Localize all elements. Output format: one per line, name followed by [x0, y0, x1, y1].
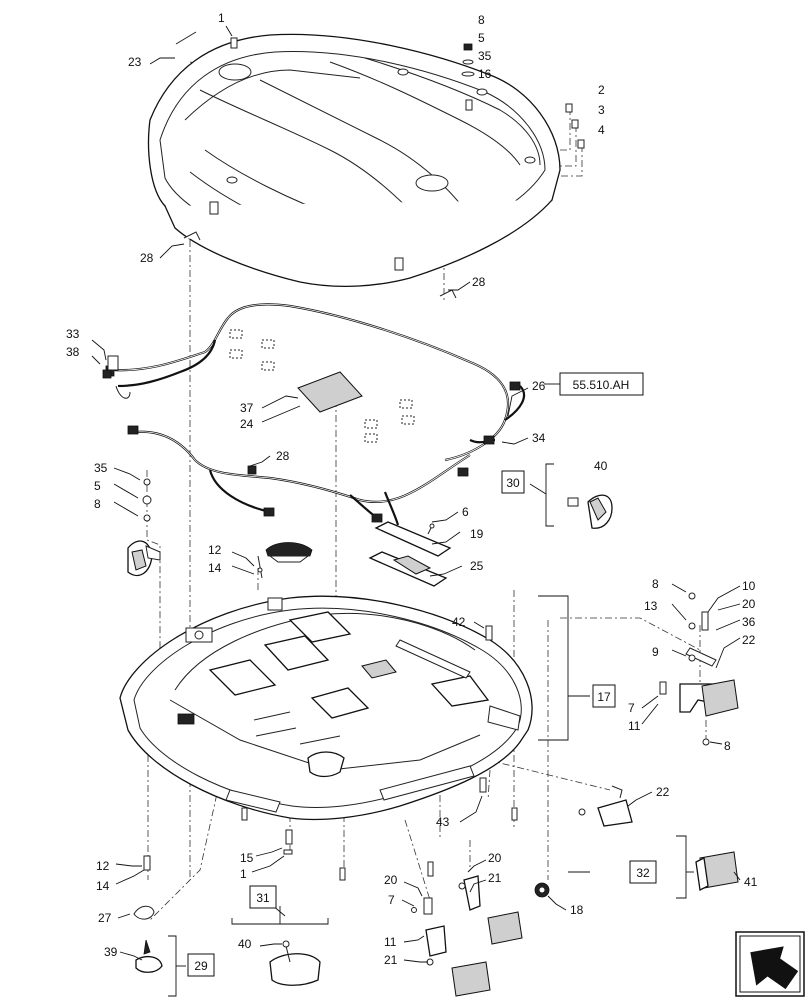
callout-4: 4 [598, 123, 605, 137]
callout-24: 24 [240, 417, 254, 431]
light-assembly-32 [695, 851, 739, 891]
callout-15: 15 [240, 851, 254, 865]
plates [368, 521, 452, 587]
dome-lamp [257, 542, 313, 579]
callout-20-a: 20 [488, 851, 502, 865]
callout-34: 34 [532, 431, 546, 445]
callout-8-right-low: 8 [724, 739, 731, 753]
callout-13: 13 [644, 599, 658, 613]
callout-8-right: 8 [652, 577, 659, 591]
kit-braces [168, 383, 687, 997]
callout-40-low: 40 [238, 937, 252, 951]
callout-10: 10 [742, 579, 756, 593]
lower-lamps [411, 875, 550, 997]
callout-37: 37 [240, 401, 254, 415]
side-lamp-left [127, 478, 161, 577]
callout-8-top: 8 [478, 13, 485, 27]
kit-30-label: 30 [506, 476, 520, 490]
callout-22-low: 22 [656, 785, 670, 799]
callout-25: 25 [470, 559, 484, 573]
callout-3: 3 [598, 103, 605, 117]
callout-35-mid: 35 [94, 461, 108, 475]
callout-6: 6 [462, 505, 469, 519]
callout-20-b: 20 [384, 873, 398, 887]
headliner-tray [119, 595, 533, 821]
callout-16: 16 [478, 67, 492, 81]
kit-32-box [629, 860, 657, 884]
callout-5-top: 5 [478, 31, 485, 45]
reference-boxes: 55.510.AH 30 17 32 31 29 [187, 372, 657, 977]
callout-1-low: 1 [240, 867, 247, 881]
callout-21-a: 21 [488, 871, 502, 885]
callout-41: 41 [744, 875, 758, 889]
callout-22-right: 22 [742, 633, 756, 647]
bracket-group-17 [578, 592, 739, 827]
callout-43: 43 [436, 815, 450, 829]
kit-32-label: 32 [636, 866, 650, 880]
callout-14-mid: 14 [208, 561, 222, 575]
callout-38: 38 [66, 345, 80, 359]
callout-18: 18 [570, 903, 584, 917]
callout-28-left: 28 [140, 251, 154, 265]
kit-30-box [501, 470, 525, 494]
callout-numbers: 1 23 8 5 35 16 2 3 4 28 28 33 38 37 24 2… [66, 11, 758, 967]
wire-harness [102, 303, 526, 526]
callout-23: 23 [128, 55, 142, 69]
callout-8-mid: 8 [94, 497, 101, 511]
lamp-31 [269, 940, 321, 986]
kit-29-label: 29 [194, 959, 208, 973]
callout-20-right: 20 [742, 597, 756, 611]
fasteners [143, 31, 585, 881]
callout-40-right: 40 [594, 459, 608, 473]
callout-1-top: 1 [218, 11, 225, 25]
callout-19: 19 [470, 527, 484, 541]
callout-28-bottom: 28 [472, 275, 486, 289]
callout-2: 2 [598, 83, 605, 97]
kit-17-label: 17 [597, 690, 611, 704]
light-assembly-30 [567, 494, 613, 529]
callout-27: 27 [98, 911, 112, 925]
callout-21-b: 21 [384, 953, 398, 967]
callout-11-low: 11 [384, 935, 397, 949]
callout-28-mid: 28 [276, 449, 290, 463]
kit-29-box [187, 953, 215, 977]
section-ref-box [559, 372, 644, 396]
callout-7-right: 7 [628, 701, 635, 715]
callout-9: 9 [652, 645, 659, 659]
callout-12-mid: 12 [208, 543, 222, 557]
callout-26: 26 [532, 379, 546, 393]
callout-5-mid: 5 [94, 479, 101, 493]
leader-lines [91, 25, 741, 963]
callout-33: 33 [66, 327, 80, 341]
clip-27-39 [133, 905, 163, 973]
section-ref: 55.510.AH [573, 378, 630, 392]
callout-12-low: 12 [96, 859, 110, 873]
callout-11-right: 11 [628, 719, 641, 733]
callout-36: 36 [742, 615, 756, 629]
roof-panel [147, 33, 561, 288]
callout-14-low: 14 [96, 879, 110, 893]
callout-42: 42 [452, 615, 466, 629]
kit-17-box [592, 684, 616, 708]
callout-7-low: 7 [388, 893, 395, 907]
next-page-arrow-icon[interactable] [735, 931, 805, 1000]
callout-39: 39 [104, 945, 118, 959]
callout-35-top: 35 [478, 49, 492, 63]
kit-31-label: 31 [256, 891, 270, 905]
kit-31-box [249, 885, 277, 909]
